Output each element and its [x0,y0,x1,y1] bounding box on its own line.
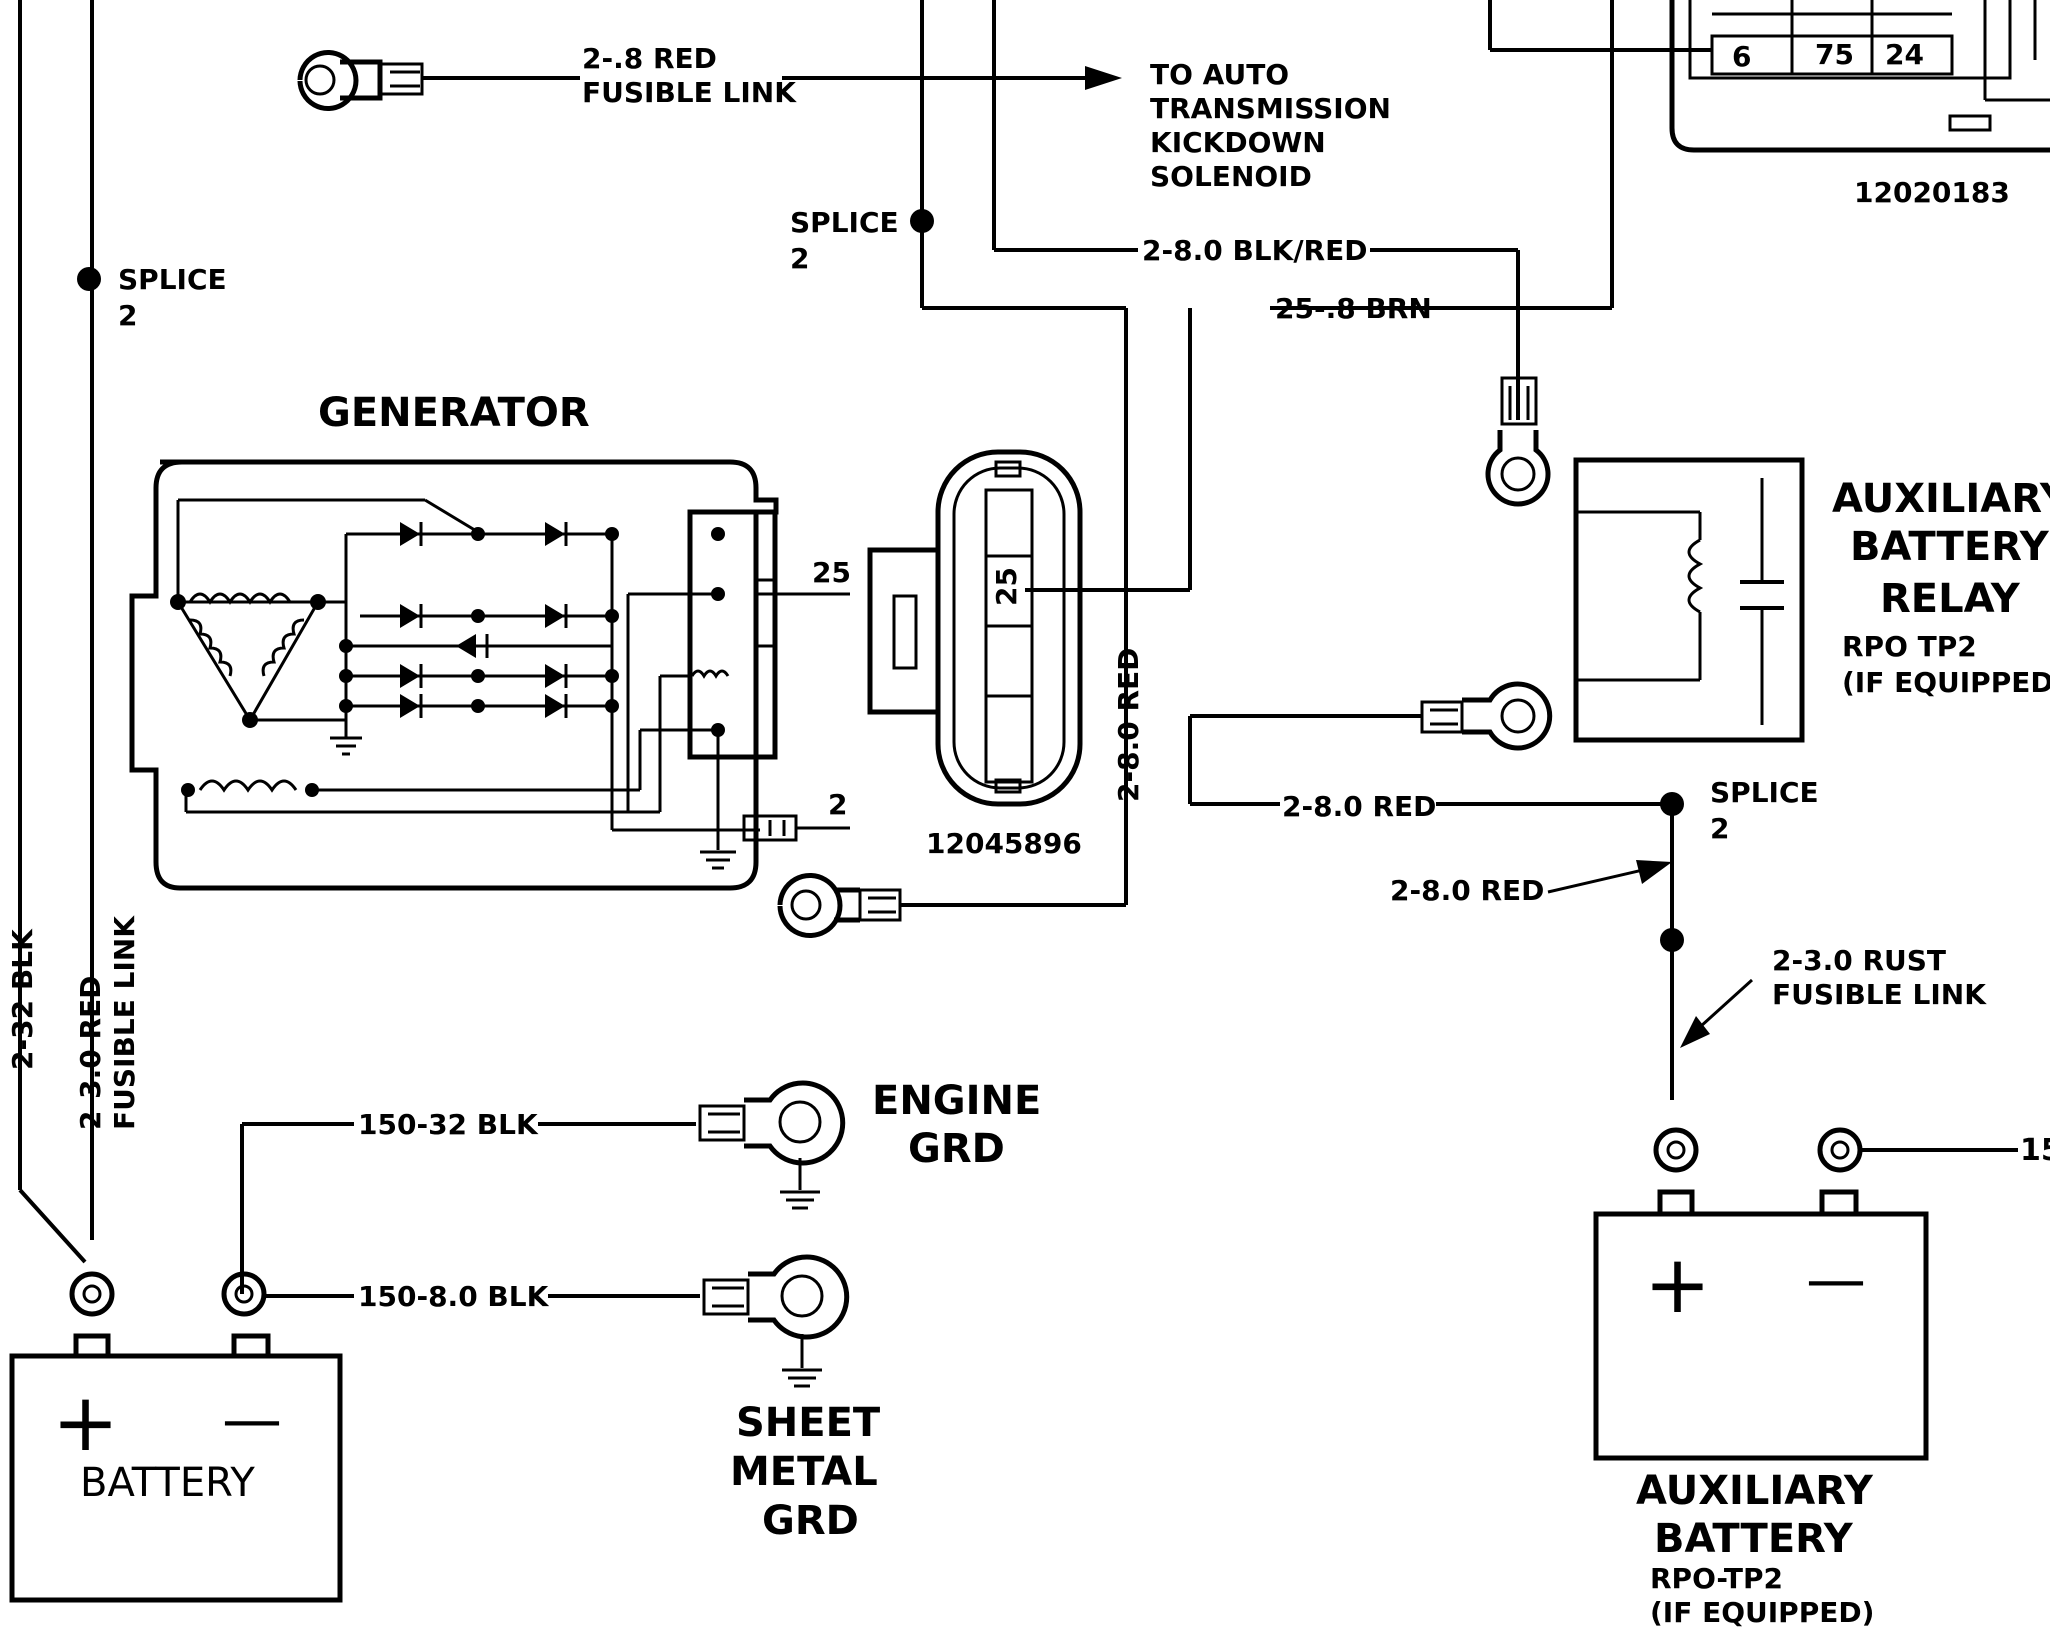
sheet-metal-label-2: METAL [730,1449,878,1495]
generator-pin-2: 2 [828,788,847,821]
aux-relay-if-equipped: (IF EQUIPPED) [1842,666,2050,699]
wire-label-brn: 25-.8 BRN [1275,292,1432,325]
wire-label-red-horizontal: 2-8.0 RED [1282,790,1436,823]
splice-dot-mid [910,209,934,233]
aux-battery-relay [1573,457,1805,743]
aux-battery-rpo: RPO-TP2 [1650,1562,1783,1595]
cut-off-label-15: 15 [2020,1133,2050,1168]
wire-label-2-32-blk: 2-32 BLK [6,928,39,1070]
auxiliary-battery [1593,1127,2018,1461]
engine-ground-terminal [698,1080,846,1210]
wire-label-rust: 2-3.0 RUST [1772,944,1946,977]
fuse-block [1488,0,2050,153]
to-auto-line2: TRANSMISSION [1150,92,1391,125]
ring-terminal-top [297,50,424,111]
ring-terminal-relay-bottom [1188,681,1553,804]
splice-dot-left [77,267,101,291]
fuse-cell-75: 75 [1815,38,1854,71]
splice-right-label: SPLICE [1710,776,1819,809]
battery-plus-sign: + [52,1376,119,1469]
connector-12045896 [867,449,1190,807]
to-auto-line4: SOLENOID [1150,160,1312,193]
aux-battery-label-1: AUXILIARY [1636,1468,1874,1514]
fuse-block-part-number: 12020183 [1854,176,2010,209]
left-wires [18,0,101,1264]
sheet-metal-label-1: SHEET [736,1400,881,1446]
wire-label-red-fusible-2: FUSIBLE LINK [108,915,141,1130]
connector-pin-25: 25 [990,567,1023,606]
battery-minus-sign: — [222,1385,282,1455]
wire-label-blk-red: 2-8.0 BLK/RED [1142,234,1368,267]
aux-relay-title-3: RELAY [1880,576,2021,622]
ground-wires [240,1122,700,1298]
splice-left-label: SPLICE [118,263,227,296]
wire-label-150-8: 150-8.0 BLK [358,1280,550,1313]
generator-pin-25: 25 [812,556,851,589]
arrow-to-auto [1085,66,1122,90]
fusible-top-label-2: FUSIBLE LINK [582,76,797,109]
battery-negative-post [221,1271,267,1317]
splice-mid-label: SPLICE [790,206,899,239]
generator [129,459,850,891]
to-auto-line3: KICKDOWN [1150,126,1326,159]
aux-relay-title-2: BATTERY [1850,524,2050,570]
right-red-wires [1190,792,1754,1100]
battery-label: BATTERY [80,1460,255,1506]
wire-label-rust-fusible: FUSIBLE LINK [1772,978,1987,1011]
fuse-cell-24: 24 [1885,38,1924,71]
engine-ground-label-2: GRD [908,1126,1005,1172]
battery [9,1271,343,1603]
aux-battery-positive-post [1653,1127,1699,1173]
connector-part-number: 12045896 [926,827,1082,860]
fuse-cell-6: 6 [1732,40,1751,73]
aux-relay-rpo: RPO TP2 [1842,630,1977,663]
aux-battery-plus-sign: + [1644,1238,1711,1331]
aux-battery-label-2: BATTERY [1654,1516,1854,1562]
splice-mid-number: 2 [790,242,809,275]
ring-terminal-relay-top [1485,376,1551,507]
wire-label-red-arrow: 2-8.0 RED [1390,874,1544,907]
aux-battery-negative-post [1817,1127,1863,1173]
splice-right-number: 2 [1710,812,1729,845]
wire-label-red-fusible-1: 2-3.0 RED [74,976,107,1130]
wire-label-red-vertical: 2-8.0 RED [1112,648,1145,802]
splice-left-number: 2 [118,299,137,332]
aux-battery-if-equipped: (IF EQUIPPED) [1650,1596,1874,1629]
aux-relay-title-1: AUXILIARY [1832,476,2050,522]
generator-title: GENERATOR [318,390,590,436]
sheet-metal-ground-terminal [702,1254,850,1388]
wire-label-150-32: 150-32 BLK [358,1108,539,1141]
fusible-top-label: 2-.8 RED [582,42,717,75]
engine-ground-label-1: ENGINE [872,1078,1041,1124]
battery-positive-post [69,1271,115,1317]
to-auto-line1: TO AUTO [1150,58,1289,91]
ring-terminal-mid [777,873,902,938]
sheet-metal-label-3: GRD [762,1498,859,1544]
aux-battery-minus-sign: — [1806,1245,1866,1315]
